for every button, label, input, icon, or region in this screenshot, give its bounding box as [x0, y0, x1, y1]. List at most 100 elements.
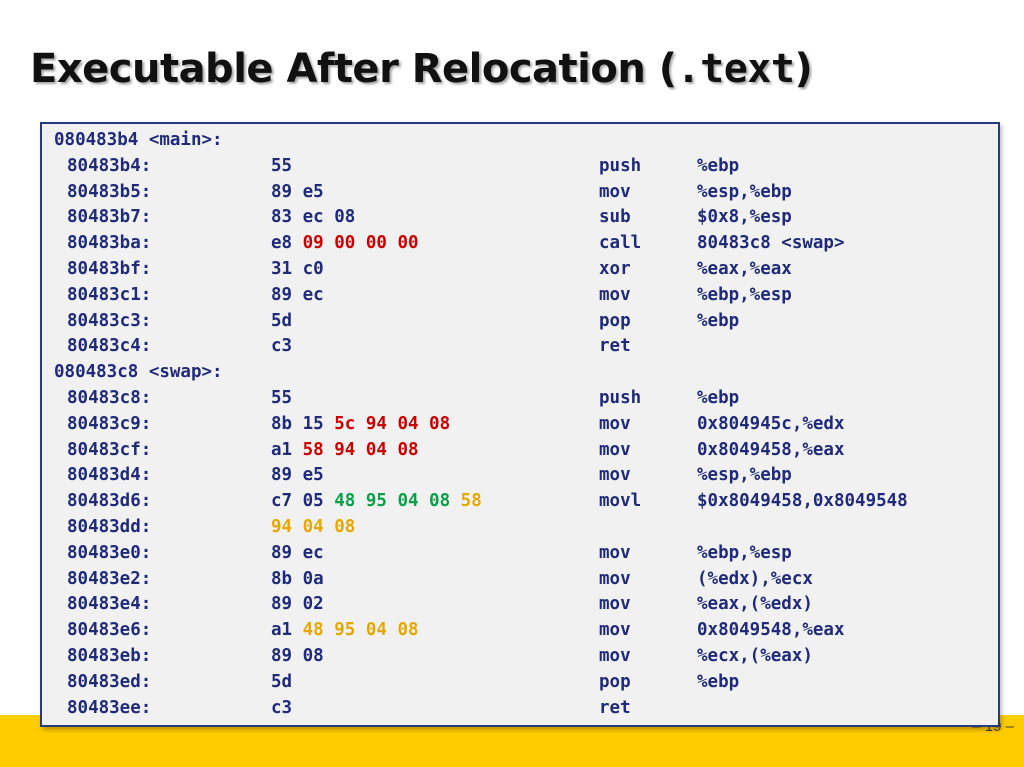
instruction-address: 80483ed:	[67, 671, 152, 692]
machine-code-bytes: 55	[271, 153, 292, 179]
machine-code-bytes: 89 e5	[271, 179, 324, 205]
code-byte: 8b	[271, 568, 303, 589]
code-byte: e5	[302, 465, 324, 486]
code-byte: 8b	[271, 413, 303, 434]
code-byte: 95	[365, 491, 398, 512]
machine-code-bytes: 31 c0	[271, 256, 324, 282]
machine-code-bytes: a1 48 95 04 08	[271, 617, 419, 643]
instruction-line: 80483bf: 31 c0 xor %eax,%eax	[42, 256, 998, 282]
instruction-address: 80483e6:	[67, 620, 152, 641]
instruction-address: 80483e4:	[67, 594, 152, 615]
operands: $0x8049458,0x8049548	[697, 491, 908, 512]
operands: 0x8049548,%eax	[697, 620, 845, 641]
slide-title: Executable After Relocation (.text)	[30, 46, 813, 92]
code-byte: 95	[334, 620, 366, 641]
instruction-address: 80483c1:	[67, 284, 152, 305]
instruction-address: 80483b4:	[67, 155, 152, 176]
code-byte: 08	[429, 413, 451, 434]
machine-code-bytes: c3	[271, 333, 292, 359]
code-byte: 08	[429, 491, 461, 512]
operands: %ecx,(%eax)	[697, 646, 813, 666]
opcode-mnemonic: movl	[599, 491, 642, 512]
instruction-line: 80483eb: 89 08 mov %ecx,(%eax)	[42, 643, 998, 669]
disassembly-listing: 080483b4 <main>: 80483b4: 55 push %ebp 80483b…	[40, 122, 1000, 727]
code-byte: 08	[334, 517, 356, 537]
code-byte: 55	[271, 155, 293, 176]
opcode-mnemonic: xor	[599, 259, 631, 279]
operands: %eax,%eax	[697, 259, 792, 279]
code-byte: c7	[271, 491, 303, 512]
code-byte: 02	[302, 594, 324, 615]
instruction-line: 80483dd: 94 04 08	[42, 514, 998, 540]
opcode-mnemonic: mov	[599, 284, 631, 305]
code-byte: 0a	[302, 568, 324, 589]
opcode-mnemonic: ret	[599, 336, 631, 357]
machine-code-bytes: 8b 0a	[271, 566, 324, 592]
function-label: 080483b4 <main>:	[54, 130, 223, 150]
code-byte: c3	[271, 336, 293, 357]
machine-code-bytes: 94 04 08	[271, 514, 355, 540]
function-label-line: 080483b4 <main>:	[42, 127, 998, 153]
code-byte: 08	[334, 207, 356, 228]
machine-code-bytes: 8b 15 5c 94 04 08	[271, 411, 450, 437]
instruction-line: 80483e6: a1 48 95 04 08 mov 0x8049548,%eax	[42, 617, 998, 643]
code-byte: 58	[302, 439, 335, 460]
code-byte: ec	[302, 542, 324, 563]
title-prefix: Executable After Relocation (	[30, 46, 677, 92]
title-section-name: .text	[676, 46, 795, 92]
instruction-address: 80483ba:	[67, 233, 152, 254]
code-byte: 89	[271, 594, 303, 615]
instruction-address: 80483dd:	[67, 517, 152, 537]
machine-code-bytes: 83 ec 08	[271, 204, 355, 230]
machine-code-bytes: 89 ec	[271, 540, 324, 566]
operands: %ebp,%esp	[697, 542, 792, 563]
opcode-mnemonic: sub	[599, 207, 631, 228]
instruction-address: 80483e0:	[67, 542, 152, 563]
code-byte: 58	[460, 491, 482, 512]
code-byte: 89	[271, 542, 303, 563]
code-byte: 83	[271, 207, 303, 228]
opcode-mnemonic: mov	[599, 594, 631, 615]
code-byte: 00	[365, 233, 398, 254]
opcode-mnemonic: mov	[599, 439, 631, 460]
machine-code-bytes: 89 e5	[271, 462, 324, 488]
operands: $0x8,%esp	[697, 207, 792, 228]
operands: %ebp	[697, 671, 740, 692]
instruction-address: 80483eb:	[67, 646, 152, 666]
function-label-line: 080483c8 <swap>:	[42, 359, 998, 385]
code-byte: 55	[271, 388, 293, 408]
opcode-mnemonic: mov	[599, 465, 631, 486]
opcode-mnemonic: call	[599, 233, 642, 254]
code-byte: 05	[302, 491, 335, 512]
opcode-mnemonic: mov	[599, 620, 631, 641]
machine-code-bytes: 5d	[271, 669, 292, 695]
code-byte: 5c	[334, 413, 366, 434]
instruction-address: 80483c8:	[67, 388, 152, 408]
function-label: 080483c8 <swap>:	[54, 362, 223, 383]
opcode-mnemonic: push	[599, 155, 642, 176]
code-byte: 5d	[271, 310, 293, 331]
code-byte: 04	[397, 491, 430, 512]
code-byte: a1	[271, 620, 303, 641]
title-suffix: )	[794, 46, 813, 92]
code-byte: 89	[271, 284, 303, 305]
operands: %ebp	[697, 155, 740, 176]
instruction-address: 80483bf:	[67, 259, 152, 279]
machine-code-bytes: 89 08	[271, 643, 324, 669]
operands: %ebp	[697, 388, 740, 408]
code-byte: c3	[271, 697, 293, 718]
operands: (%edx),%ecx	[697, 568, 813, 589]
opcode-mnemonic: mov	[599, 646, 631, 666]
code-byte: 04	[302, 517, 335, 537]
